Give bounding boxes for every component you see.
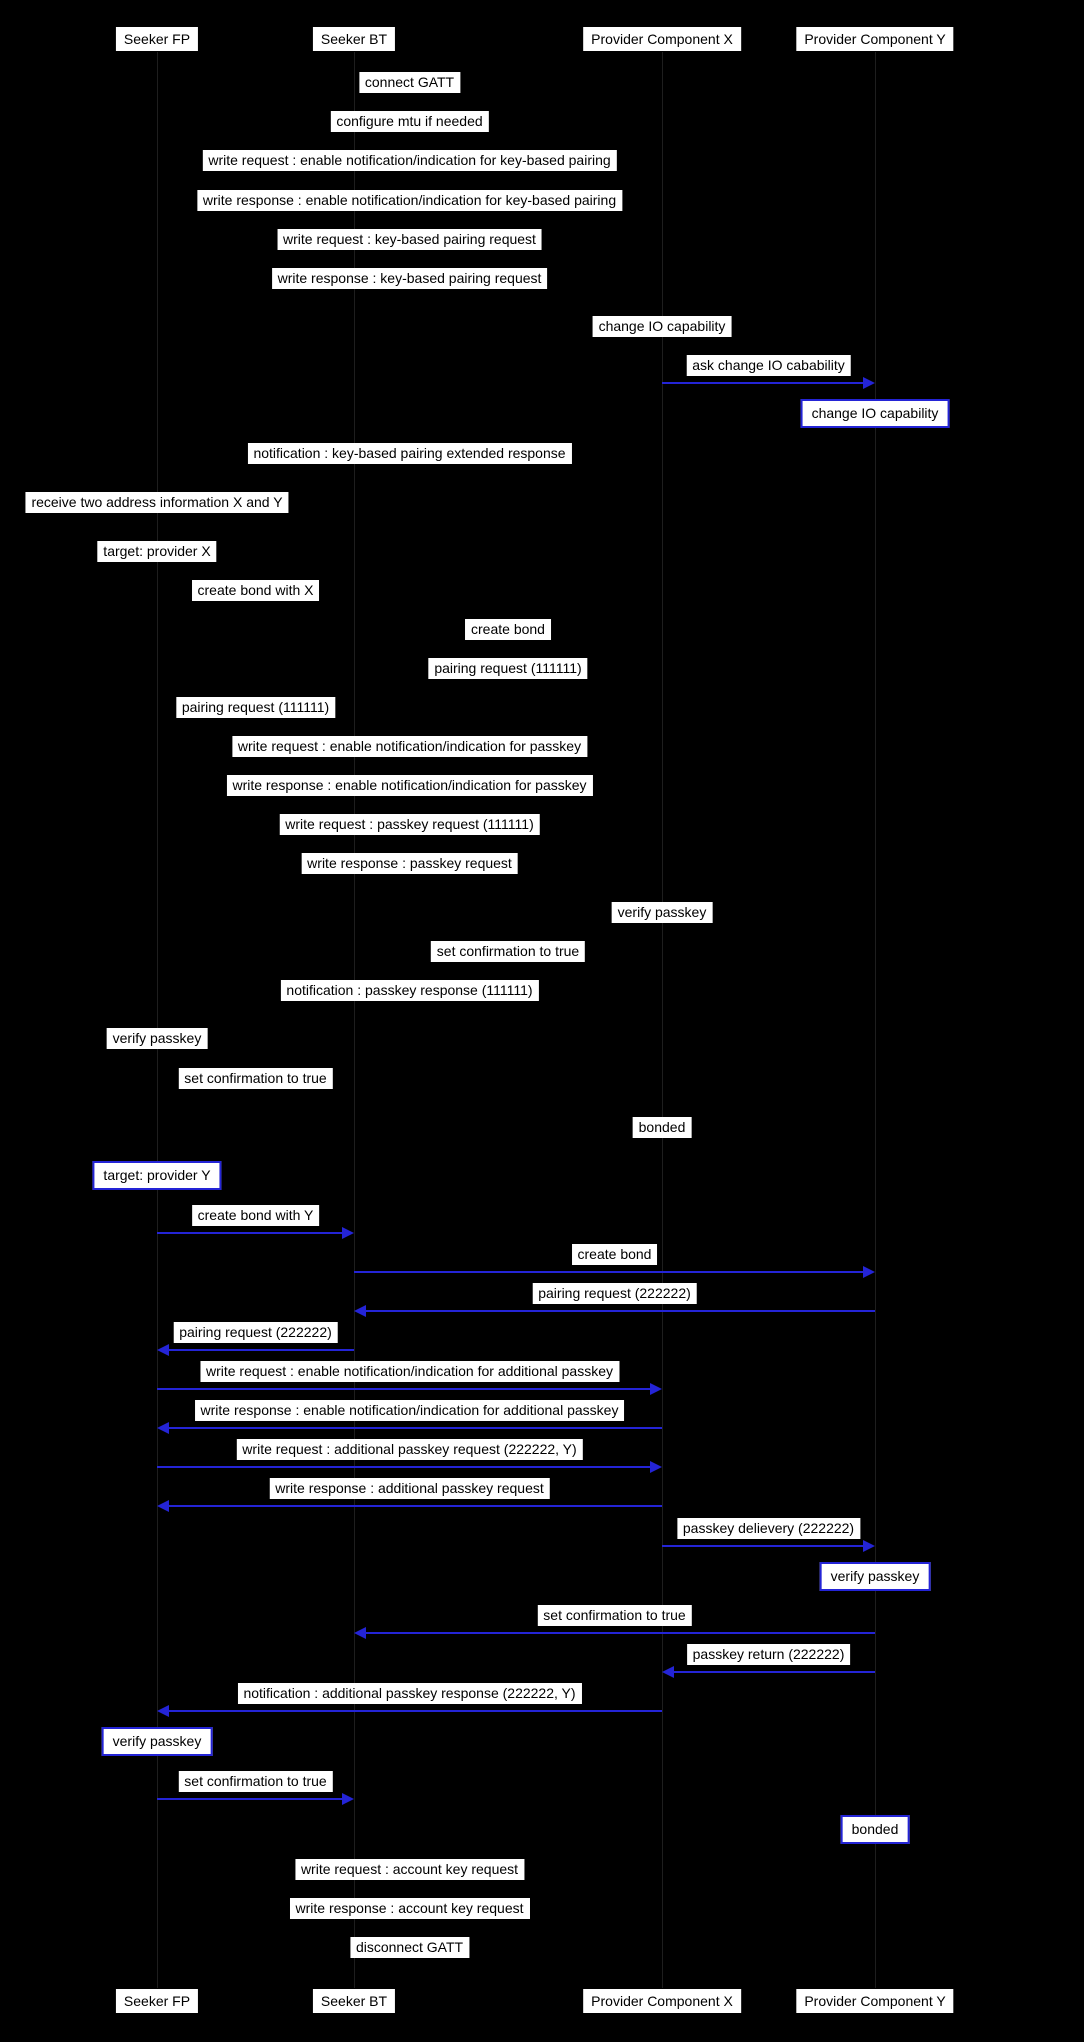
message-arrow-line — [662, 1545, 865, 1547]
message-label: passkey delievery (222222) — [676, 1518, 861, 1539]
message-label: write request : key-based pairing reques… — [277, 229, 542, 250]
message-label: set confirmation to true — [178, 1771, 333, 1792]
message-arrow-line — [364, 1632, 875, 1634]
message-label: notification : passkey response (111111) — [280, 980, 539, 1001]
message-label: write request : enable notification/indi… — [199, 1361, 620, 1382]
message-label: write request : additional passkey reque… — [236, 1439, 583, 1460]
message-label: write request : enable notification/indi… — [202, 150, 617, 171]
message-label: passkey return (222222) — [686, 1644, 851, 1665]
note-label: target: provider X — [97, 541, 217, 562]
lifeline-fp — [157, 52, 158, 1988]
message-label: write response : key-based pairing reque… — [271, 268, 548, 289]
arrow-head-icon — [863, 1540, 875, 1552]
lifeline-px — [662, 52, 663, 1988]
message-arrow-line — [167, 1427, 662, 1429]
note-label: receive two address information X and Y — [25, 492, 289, 513]
arrow-head-icon — [157, 1422, 169, 1434]
message-label: write response : account key request — [289, 1898, 530, 1919]
message-label: write request : enable notification/indi… — [231, 736, 588, 757]
arrow-head-icon — [863, 377, 875, 389]
message-arrow-line — [157, 1232, 344, 1234]
arrow-head-icon — [342, 1793, 354, 1805]
note-label: target: provider Y — [92, 1161, 222, 1190]
message-label: ask change IO cabability — [686, 355, 851, 376]
message-arrow-line — [167, 1505, 662, 1507]
note-label: verify passkey — [819, 1562, 931, 1591]
message-label: connect GATT — [358, 72, 461, 93]
lifeline-py — [875, 52, 876, 1988]
message-label: set confirmation to true — [537, 1605, 692, 1626]
arrow-head-icon — [863, 1266, 875, 1278]
message-label: create bond — [571, 1244, 658, 1265]
message-label: create bond with Y — [191, 1205, 320, 1226]
message-arrow-line — [662, 382, 865, 384]
message-label: write response : enable notification/ind… — [226, 775, 593, 796]
message-label: set confirmation to true — [178, 1068, 333, 1089]
message-label: write response : enable notification/ind… — [194, 1400, 625, 1421]
arrow-head-icon — [650, 1383, 662, 1395]
message-label: pairing request (111111) — [428, 658, 588, 679]
lifeline-bt — [354, 52, 355, 1988]
arrow-head-icon — [157, 1344, 169, 1356]
note-label: bonded — [840, 1815, 910, 1844]
message-label: configure mtu if needed — [330, 111, 489, 132]
message-label: notification : key-based pairing extende… — [247, 443, 572, 464]
message-arrow-line — [157, 1466, 652, 1468]
actor-px-top: Provider Component X — [583, 27, 741, 51]
message-label: write response : enable notification/ind… — [196, 190, 623, 211]
message-label: write response : passkey request — [301, 853, 518, 874]
message-arrow-line — [167, 1710, 662, 1712]
arrow-head-icon — [354, 1627, 366, 1639]
note-label: bonded — [632, 1117, 692, 1138]
message-arrow-line — [364, 1310, 875, 1312]
arrow-head-icon — [650, 1461, 662, 1473]
message-arrow-line — [167, 1349, 354, 1351]
message-label: set confirmation to true — [430, 941, 586, 962]
message-label: pairing request (222222) — [532, 1283, 697, 1304]
message-label: pairing request (111111) — [175, 697, 336, 718]
message-label: create bond with X — [191, 580, 320, 601]
arrow-head-icon — [157, 1500, 169, 1512]
message-label: pairing request (222222) — [173, 1322, 338, 1343]
message-arrow-line — [354, 1271, 865, 1273]
message-label: write request : passkey request (111111) — [279, 814, 540, 835]
message-arrow-line — [157, 1798, 344, 1800]
message-label: write request : account key request — [294, 1859, 525, 1880]
actor-bt-top: Seeker BT — [312, 27, 396, 51]
arrow-head-icon — [157, 1705, 169, 1717]
note-label: change IO capability — [800, 399, 950, 428]
actor-fp-bottom: Seeker FP — [115, 1989, 199, 2013]
actor-fp-top: Seeker FP — [115, 27, 199, 51]
note-label: change IO capability — [592, 316, 732, 337]
actor-py-top: Provider Component Y — [796, 27, 954, 51]
note-label: verify passkey — [106, 1028, 208, 1049]
actor-bt-bottom: Seeker BT — [312, 1989, 396, 2013]
message-label: write response : additional passkey requ… — [269, 1478, 550, 1499]
arrow-head-icon — [342, 1227, 354, 1239]
note-label: verify passkey — [611, 902, 713, 923]
arrow-head-icon — [354, 1305, 366, 1317]
message-label: notification : additional passkey respon… — [237, 1683, 582, 1704]
actor-py-bottom: Provider Component Y — [796, 1989, 954, 2013]
message-arrow-line — [157, 1388, 652, 1390]
message-label: disconnect GATT — [349, 1937, 470, 1958]
message-arrow-line — [672, 1671, 875, 1673]
actor-px-bottom: Provider Component X — [583, 1989, 741, 2013]
note-label: verify passkey — [101, 1727, 213, 1756]
message-label: create bond — [465, 619, 551, 640]
arrow-head-icon — [662, 1666, 674, 1678]
